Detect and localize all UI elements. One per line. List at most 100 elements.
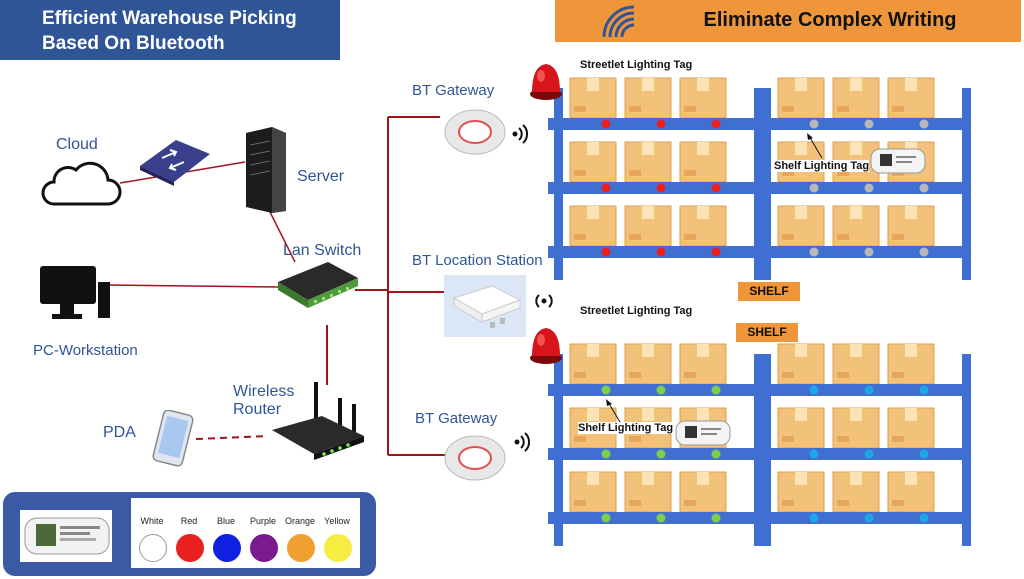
streetlet-tag-top-label: Streetlet Lighting Tag xyxy=(580,59,693,71)
rack-post xyxy=(962,354,971,546)
shelf-light xyxy=(656,385,666,395)
shelf-light xyxy=(656,449,666,459)
shelf-light xyxy=(919,513,929,523)
shelf-light xyxy=(919,385,929,395)
shelf-tag-top-label: Shelf Lighting Tag xyxy=(774,160,870,172)
cloud-icon xyxy=(41,161,122,206)
bt-gateway-top-label: BT Gateway xyxy=(412,82,495,99)
title-line2: Based On Bluetooth xyxy=(42,33,225,54)
shelf-light xyxy=(864,247,874,257)
pda-label: PDA xyxy=(103,424,136,441)
shelf-light xyxy=(601,385,611,395)
bt-location-station-icon xyxy=(452,285,522,328)
shelf-light xyxy=(711,449,721,459)
legend-color-name: White xyxy=(140,516,164,526)
legend-color-swatch xyxy=(176,534,204,562)
shelf-light xyxy=(711,385,721,395)
cloud-label: Cloud xyxy=(56,136,98,153)
shelf-light xyxy=(809,449,819,459)
lan-switch-icon xyxy=(278,262,358,308)
pc-workstation-label: PC-Workstation xyxy=(33,342,138,359)
shelf-light xyxy=(601,119,611,129)
legend-color-name: Purple xyxy=(249,516,276,526)
shelf-light xyxy=(919,183,929,193)
streetlet-beacon-bottom-icon xyxy=(530,328,562,364)
shelf-light xyxy=(919,247,929,257)
shelf-label-1: SHELF xyxy=(738,282,800,301)
rack-post xyxy=(554,88,563,280)
title-line1: Efficient Warehouse Picking xyxy=(42,8,297,29)
legend-color-name: Orange xyxy=(284,516,316,526)
network-switch-icon xyxy=(140,140,210,186)
shelf-beam xyxy=(548,246,760,258)
shelf-light xyxy=(601,183,611,193)
rack-post xyxy=(554,354,563,546)
legend-color-swatch xyxy=(213,534,241,562)
shelf-light xyxy=(864,183,874,193)
wireless-signal-icon-bottom xyxy=(514,432,531,452)
wireless-router-icon xyxy=(272,382,364,460)
shelf-light xyxy=(711,513,721,523)
shelf-light xyxy=(601,247,611,257)
shelf-beam xyxy=(548,182,760,194)
shelf-light xyxy=(809,183,819,193)
wireless-signal-icon-top xyxy=(512,124,529,144)
legend-colors xyxy=(131,498,360,568)
pda-icon xyxy=(152,410,194,467)
shelf-label-2: SHELF xyxy=(736,323,798,342)
lan-switch-label: Lan Switch xyxy=(283,242,362,259)
signal-waves-icon xyxy=(602,5,635,38)
legend-color-name: Yellow xyxy=(324,516,350,526)
shelf-tag-top-arrow xyxy=(807,133,823,159)
shelf-beam xyxy=(756,384,968,396)
shelf-light xyxy=(864,385,874,395)
shelf-light xyxy=(864,513,874,523)
shelf-light xyxy=(711,247,721,257)
rack-post xyxy=(962,88,971,280)
title-banner: Efficient Warehouse Picking Based On Blu… xyxy=(0,0,340,60)
bt-gateway-top-icon xyxy=(444,109,506,155)
shelf-beam xyxy=(548,448,760,460)
bt-gateway-bottom-label: BT Gateway xyxy=(415,410,498,427)
shelf-light xyxy=(809,119,819,129)
wireless-router-label-line2: Router xyxy=(233,401,282,418)
shelf-beam xyxy=(548,512,760,524)
rack-post xyxy=(762,88,771,280)
streetlet-tag-bottom-label: Streetlet Lighting Tag xyxy=(580,305,693,317)
legend-tag-device-icon xyxy=(24,517,110,555)
shelf-light xyxy=(711,183,721,193)
rack-post xyxy=(762,354,771,546)
shelf-tag-bottom-label: Shelf Lighting Tag xyxy=(578,422,674,434)
bt-location-station-label: BT Location Station xyxy=(412,252,543,269)
legend-color-name: Red xyxy=(180,516,198,526)
shelf-beam xyxy=(756,182,968,194)
shelf-light xyxy=(601,449,611,459)
shelf-light xyxy=(864,119,874,129)
shelf-beam xyxy=(756,246,968,258)
wireless-router-label-line1: Wireless xyxy=(233,383,295,400)
shelf-tag-bottom-arrow xyxy=(606,399,621,423)
shelf-tag-device-bottom-icon xyxy=(675,420,731,446)
shelf-light xyxy=(919,119,929,129)
shelf-beam xyxy=(756,512,968,524)
shelf-light xyxy=(809,513,819,523)
server-label: Server xyxy=(297,168,345,185)
bt-gateway-bottom-icon xyxy=(444,435,506,481)
pc-workstation-icon xyxy=(40,266,110,319)
shelf-tag-device-top-icon xyxy=(870,148,926,174)
legend-color-swatch xyxy=(250,534,278,562)
shelf-beam xyxy=(548,118,760,130)
legend-color-swatch xyxy=(287,534,315,562)
shelf-light xyxy=(656,513,666,523)
shelf-light xyxy=(601,513,611,523)
shelf-light xyxy=(656,183,666,193)
shelf-beam xyxy=(756,448,968,460)
shelf-light xyxy=(919,449,929,459)
shelf-light xyxy=(711,119,721,129)
shelf-light xyxy=(864,449,874,459)
legend-color-swatch xyxy=(139,534,167,562)
legend-color-swatch xyxy=(324,534,352,562)
wireless-signal-icon-middle xyxy=(535,294,553,308)
server-icon xyxy=(246,127,286,213)
shelf-beam xyxy=(548,384,760,396)
